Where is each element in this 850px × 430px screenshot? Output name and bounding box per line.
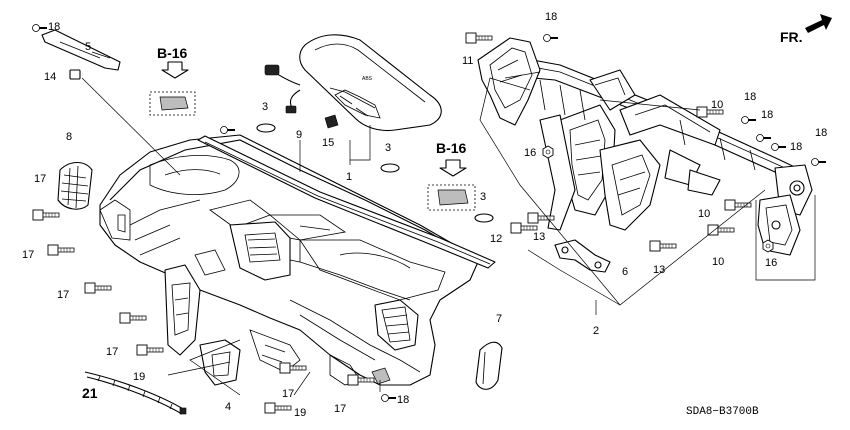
callout-labels: 18 5 14 8 17 17 17 17 19 21 4 19 17 17 1…	[22, 11, 827, 419]
callout-c1: 1	[346, 171, 352, 183]
callout-c14: 14	[44, 71, 56, 83]
callout-c19b: 19	[294, 407, 306, 419]
diagram-reference-code: SDA8−B3700B	[686, 406, 759, 418]
pad-3a	[256, 123, 276, 133]
callout-c21: 21	[82, 385, 98, 401]
callout-c17e: 17	[282, 388, 294, 400]
callout-c4: 4	[225, 401, 231, 413]
callout-c7: 7	[496, 313, 502, 325]
pad-3c	[474, 213, 494, 223]
bracket-5	[41, 29, 121, 71]
svg-text:ABS: ABS	[362, 76, 373, 82]
callout-c3b: 3	[385, 142, 391, 154]
defroster-garnish	[197, 135, 496, 269]
callout-c13a: 13	[533, 231, 545, 243]
front-direction-label: FR.	[780, 29, 803, 45]
callout-c17b: 17	[22, 249, 34, 261]
callout-c10c: 10	[712, 256, 724, 268]
callout-c17a: 17	[34, 173, 46, 185]
section-ref-right	[427, 159, 476, 211]
callout-c12: 12	[490, 233, 502, 245]
callout-c18d: 18	[744, 91, 756, 103]
leader-lines	[81, 51, 816, 396]
callout-c18e: 18	[761, 109, 773, 121]
section-ref-left-label: B-16	[157, 45, 188, 61]
callout-c18c: 18	[545, 11, 557, 23]
instrument-panel	[99, 134, 479, 386]
callout-c3c: 3	[480, 191, 486, 203]
seal-strip-21	[84, 371, 187, 415]
callout-c18g: 18	[815, 127, 827, 139]
passenger-airbag: ABS	[264, 34, 442, 132]
clip-14	[69, 69, 81, 80]
callout-c11: 11	[462, 55, 473, 67]
callout-c5: 5	[85, 41, 91, 53]
callout-c19a: 19	[133, 371, 145, 383]
speaker-grille-8	[57, 161, 93, 210]
front-direction-indicator: FR.	[780, 14, 832, 45]
callout-c17d: 17	[106, 346, 118, 358]
callout-c15: 15	[322, 137, 334, 149]
callout-c16b: 16	[765, 257, 777, 269]
callout-c18f: 18	[790, 141, 802, 153]
callout-c9: 9	[296, 129, 302, 141]
section-ref-left	[149, 61, 196, 116]
steering-hanger-beam	[477, 37, 813, 273]
callout-c17c: 17	[57, 289, 69, 301]
pad-3b	[380, 163, 400, 173]
side-cover-7	[475, 341, 503, 390]
callout-c16a: 16	[524, 147, 536, 159]
callout-c6: 6	[622, 266, 628, 278]
section-ref-right-label: B-16	[436, 140, 467, 156]
clip-15	[324, 114, 339, 129]
callout-c3a: 3	[262, 101, 268, 113]
callout-c10b: 10	[698, 208, 710, 220]
callout-c13b: 13	[653, 264, 665, 276]
callout-c2: 2	[593, 325, 599, 337]
callout-c18a: 18	[48, 21, 60, 33]
callout-c18b: 18	[397, 394, 409, 406]
callout-c10a: 10	[711, 99, 723, 111]
callout-c17f: 17	[334, 403, 346, 415]
callout-c8: 8	[66, 131, 72, 143]
